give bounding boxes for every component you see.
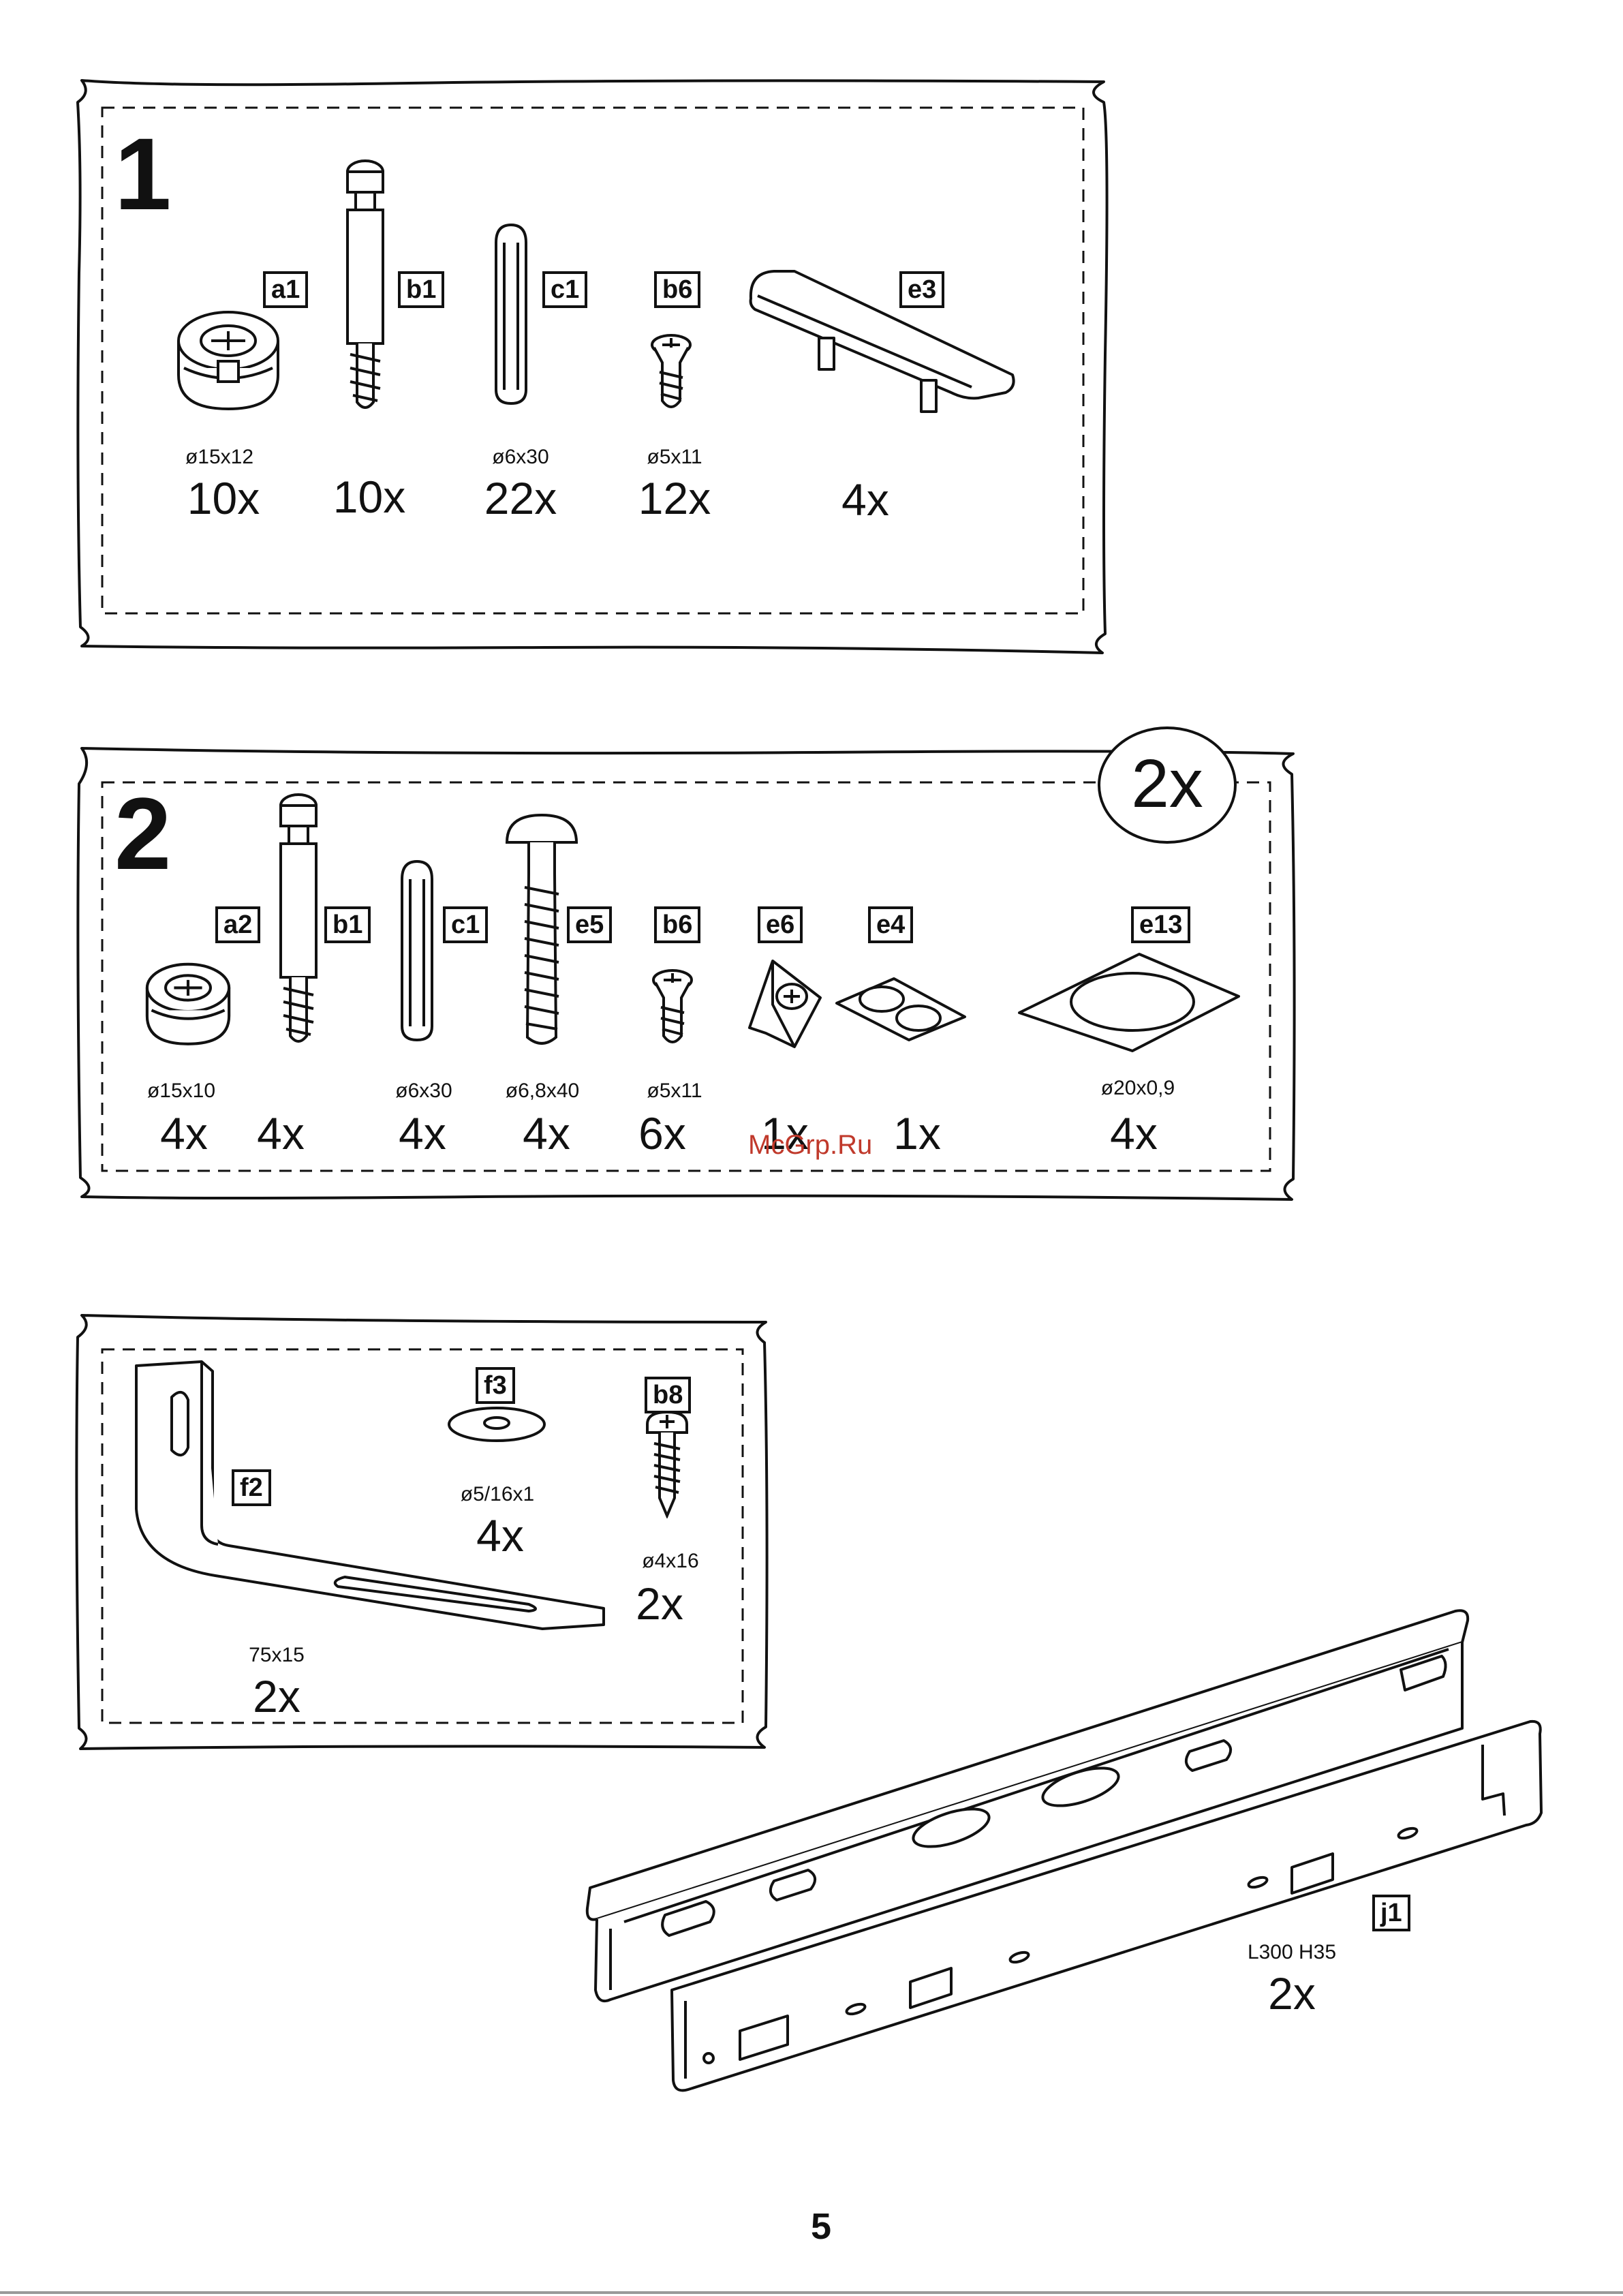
shelf-pin-icon xyxy=(504,812,579,1051)
part-dim-b6-2: ø5x11 xyxy=(586,1080,763,1103)
part-qty-f3: 4x xyxy=(412,1512,589,1559)
part-code-j1: j1 xyxy=(1372,1895,1410,1931)
part-dim-b6: ø5x11 xyxy=(586,446,763,469)
part-qty-b6: 12x xyxy=(586,474,763,522)
euro-screw-icon xyxy=(649,968,696,1050)
page-bottom-border xyxy=(0,2291,1623,2294)
cam-bolt-icon xyxy=(338,157,392,416)
watermark: McGrp.Ru xyxy=(748,1130,872,1161)
part-code-c1-2: c1 xyxy=(443,906,488,943)
part-dim-a2: ø15x10 xyxy=(93,1080,270,1103)
part-code-b1: b1 xyxy=(398,271,444,308)
part-dim-j1: L300 H35 xyxy=(1203,1941,1380,1964)
felt-pad-icon xyxy=(1017,951,1241,1054)
part-code-b6-2: b6 xyxy=(654,906,700,943)
part-qty-j1: 2x xyxy=(1203,1970,1380,2017)
bumper-pads-icon xyxy=(834,976,968,1041)
euro-screw-icon xyxy=(647,333,695,414)
wood-screw-icon xyxy=(643,1409,691,1518)
wooden-dowel-icon xyxy=(491,222,531,406)
part-code-c1: c1 xyxy=(542,271,587,308)
washer-icon xyxy=(446,1404,548,1445)
part-code-e6: e6 xyxy=(758,906,803,943)
part-dim-a1: ø15x12 xyxy=(131,446,308,469)
part-dim-f3: ø5/16x1 xyxy=(409,1483,586,1506)
corner-bracket-icon xyxy=(745,957,827,1050)
part-dim-c1: ø6x30 xyxy=(432,446,609,469)
handle-icon xyxy=(747,266,1019,416)
part-code-f3: f3 xyxy=(476,1367,515,1404)
part-qty-e13: 4x xyxy=(1045,1109,1222,1157)
part-code-b1-2: b1 xyxy=(324,906,371,943)
part-qty-e3: 4x xyxy=(777,476,954,523)
wooden-dowel-icon xyxy=(397,859,437,1043)
part-code-a2: a2 xyxy=(215,906,260,943)
part-code-b8: b8 xyxy=(645,1377,691,1413)
cam-bolt-icon xyxy=(271,791,326,1050)
cam-lock-icon xyxy=(140,954,236,1050)
part-qty-f2: 2x xyxy=(188,1672,365,1720)
part-code-e4: e4 xyxy=(868,906,913,943)
part-dim-e13: ø20x0,9 xyxy=(1049,1077,1226,1100)
part-qty-b1: 10x xyxy=(281,473,458,521)
cam-lock-icon xyxy=(170,300,286,416)
part-dim-f2: 75x15 xyxy=(188,1644,365,1667)
part-qty-c1: 22x xyxy=(432,474,609,522)
part-code-b6: b6 xyxy=(654,271,700,308)
drawer-slide-icon xyxy=(583,1608,1551,2119)
part-code-f2: f2 xyxy=(232,1469,271,1506)
multiplier-text: 2x xyxy=(1096,750,1239,818)
step-number-2: 2 xyxy=(114,782,168,885)
part-dim-b8: ø4x16 xyxy=(582,1550,759,1573)
page-number: 5 xyxy=(811,2205,831,2248)
step-number-1: 1 xyxy=(114,123,168,225)
part-code-e13: e13 xyxy=(1131,906,1190,943)
